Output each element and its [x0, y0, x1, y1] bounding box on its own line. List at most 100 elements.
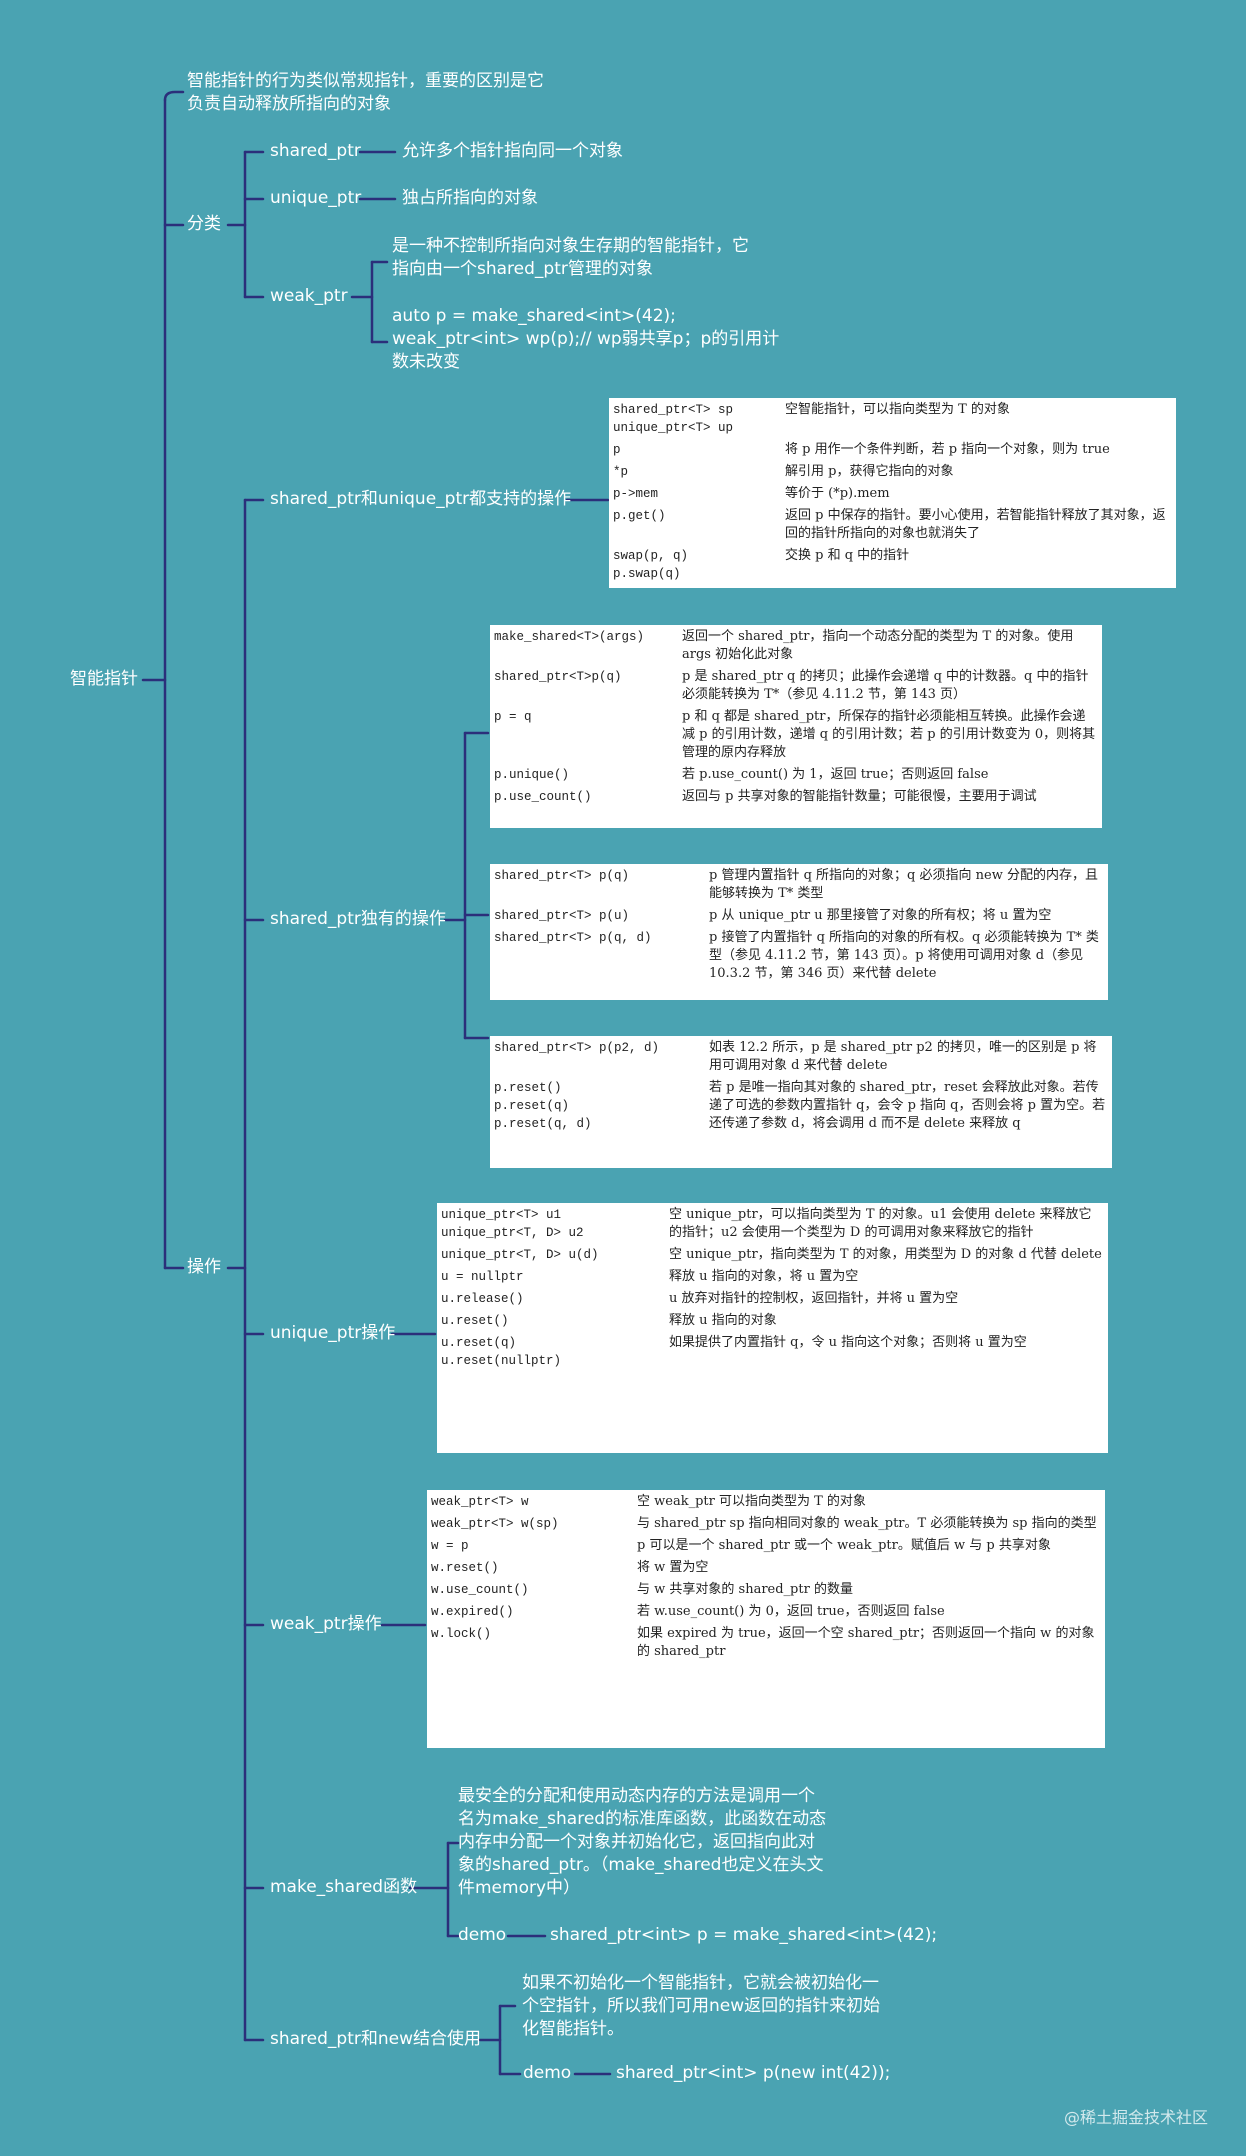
op-code: p.use_count(): [494, 790, 592, 804]
make-shared-node: make_shared函数: [270, 1877, 418, 1897]
op-desc: 若 p 是唯一指向其对象的 shared_ptr，reset 会释放此对象。若传…: [709, 1080, 1106, 1131]
common-ops-node: shared_ptr和unique_ptr都支持的操作: [270, 489, 572, 509]
op-code: shared_ptr<T> sp unique_ptr<T> up: [613, 403, 734, 435]
op-desc: 如表 12.2 所示，p 是 shared_ptr p2 的拷贝，唯一的区别是 …: [709, 1040, 1097, 1073]
op-code: weak_ptr<T> w(sp): [431, 1517, 559, 1531]
weak-ptr-node: weak_ptr: [270, 286, 348, 306]
op-desc: p 接管了内置指针 q 所指向的对象的所有权。q 必须能转换为 T* 类型（参见…: [709, 930, 1099, 981]
op-desc: 返回 p 中保存的指针。要小心使用，若智能指针释放了其对象，返回的指针所指向的对…: [785, 508, 1166, 541]
root-node: 智能指针: [70, 669, 138, 689]
op-desc: 将 w 置为空: [637, 1560, 709, 1575]
op-desc: 等价于 (*p).mem: [785, 486, 890, 501]
make-shared-desc: 最安全的分配和使用动态内存的方法是调用一个 名为make_shared的标准库函…: [458, 1786, 827, 1898]
op-desc: 若 w.use_count() 为 0，返回 true，否则返回 false: [637, 1604, 945, 1619]
op-desc: 与 shared_ptr sp 指向相同对象的 weak_ptr。T 必须能转换…: [637, 1516, 1097, 1531]
weak-ops-table: weak_ptr<T> w 空 weak_ptr 可以指向类型为 T 的对象 we…: [427, 1490, 1105, 1748]
shared-ptr-node: shared_ptr: [270, 141, 361, 161]
op-desc: 如果 expired 为 true，返回一个空 shared_ptr；否则返回一…: [637, 1626, 1095, 1659]
shared-ptr-desc: 允许多个指针指向同一个对象: [402, 141, 623, 161]
op-code: p.get(): [613, 509, 666, 523]
op-desc: 若 p.use_count() 为 1，返回 true；否则返回 false: [682, 767, 989, 782]
table-row: shared_ptr<T> p(q)p 管理内置指针 q 所指向的对象；q 必须…: [494, 867, 1104, 903]
table-row: unique_ptr<T, D> u(d) 空 unique_ptr，指向类型为 …: [441, 1246, 1104, 1264]
op-code: *p: [613, 465, 629, 479]
watermark: @稀土掘金技术社区: [1063, 2108, 1208, 2127]
table-row: w.reset() 将 w 置为空: [431, 1559, 1101, 1577]
op-desc: p 和 q 都是 shared_ptr，所保存的指针必须能相互转换。此操作会递减…: [682, 709, 1096, 760]
with-new-demo-label: demo: [523, 2063, 572, 2083]
with-new-node: shared_ptr和new结合使用: [270, 2029, 481, 2049]
root-note: 智能指针的行为类似常规指针，重要的区别是它 负责自动释放所指向的对象: [187, 71, 544, 114]
op-code: u.release(): [441, 1292, 524, 1306]
op-code: p = q: [494, 710, 532, 724]
table-row: make_shared<T>(args) 返回一个 shared_ptr，指向一个…: [494, 628, 1098, 664]
table-row: w = p p 可以是一个 shared_ptr 或一个 weak_ptr。赋值后…: [431, 1537, 1101, 1555]
table-row: u.reset()释放 u 指向的对象: [441, 1312, 1104, 1330]
table-row: *p 解引用 p，获得它指向的对象: [613, 463, 1172, 481]
op-code: weak_ptr<T> w: [431, 1495, 529, 1509]
op-code: swap(p, q) p.swap(q): [613, 549, 689, 581]
op-code: u.reset(): [441, 1314, 509, 1328]
weak-ptr-desc: 是一种不控制所指向对象生存期的智能指针，它 指向由一个shared_ptr管理的…: [392, 236, 749, 279]
op-desc: p 可以是一个 shared_ptr 或一个 weak_ptr。赋值后 w 与 …: [637, 1538, 1051, 1553]
op-desc: 解引用 p，获得它指向的对象: [785, 464, 954, 479]
operations-node: 操作: [187, 1257, 221, 1277]
with-new-demo-code: shared_ptr<int> p(new int(42));: [616, 2063, 891, 2083]
table-row: u.release()u 放弃对指针的控制权，返回指针，并将 u 置为空: [441, 1290, 1104, 1308]
op-desc: 交换 p 和 q 中的指针: [785, 548, 910, 563]
shared-only-node: shared_ptr独有的操作: [270, 909, 446, 929]
op-code: w.expired(): [431, 1605, 514, 1619]
with-new-desc: 如果不初始化一个智能指针，它就会被初始化一 个空指针，所以我们可用new返回的指…: [522, 1973, 881, 2039]
op-desc: 空 weak_ptr 可以指向类型为 T 的对象: [637, 1494, 866, 1509]
op-code: make_shared<T>(args): [494, 630, 645, 644]
table-row: u.reset(q) u.reset(nullptr)如果提供了内置指针 q，令…: [441, 1334, 1104, 1370]
op-desc: 空 unique_ptr，指向类型为 T 的对象，用类型为 D 的对象 d 代替…: [669, 1247, 1102, 1262]
table-row: p->mem 等价于 (*p).mem: [613, 485, 1172, 503]
op-code: p.unique(): [494, 768, 570, 782]
table-row: p.get() 返回 p 中保存的指针。要小心使用，若智能指针释放了其对象，返回的…: [613, 507, 1172, 543]
op-desc: 与 w 共享对象的 shared_ptr 的数量: [637, 1582, 853, 1597]
unique-ptr-desc: 独占所指向的对象: [402, 188, 538, 208]
table-row: p = q p 和 q 都是 shared_ptr，所保存的指针必须能相互转换。此…: [494, 708, 1098, 762]
table-row: weak_ptr<T> w(sp) 与 shared_ptr sp 指向相同对象的…: [431, 1515, 1101, 1533]
shared-only-table-2: shared_ptr<T> p(q)p 管理内置指针 q 所指向的对象；q 必须…: [490, 864, 1108, 1000]
make-shared-demo-code: shared_ptr<int> p = make_shared<int>(42)…: [550, 1925, 938, 1945]
op-code: p->mem: [613, 487, 659, 501]
op-code: unique_ptr<T, D> u(d): [441, 1248, 599, 1262]
table-row: shared_ptr<T> sp unique_ptr<T> up 空智能指针，可…: [613, 401, 1172, 437]
table-row: shared_ptr<T> p(p2, d) 如表 12.2 所示，p 是 sha…: [494, 1039, 1108, 1075]
op-code: w.use_count(): [431, 1583, 529, 1597]
table-row: shared_ptr<T>p(q) p 是 shared_ptr q 的拷贝；此操…: [494, 668, 1098, 704]
op-code: p: [613, 443, 621, 457]
table-row: shared_ptr<T> p(q, d) p 接管了内置指针 q 所指向的对象的…: [494, 929, 1104, 983]
op-code: shared_ptr<T> p(q, d): [494, 931, 652, 945]
table-row: w.lock()如果 expired 为 true，返回一个空 shared_p…: [431, 1625, 1101, 1661]
op-code: shared_ptr<T>p(q): [494, 670, 622, 684]
weak-ptr-example: auto p = make_shared<int>(42); weak_ptr<…: [392, 306, 780, 372]
op-desc: 将 p 用作一个条件判断，若 p 指向一个对象，则为 true: [785, 442, 1110, 457]
table-row: p 将 p 用作一个条件判断，若 p 指向一个对象，则为 true: [613, 441, 1172, 459]
table-row: w.use_count() 与 w 共享对象的 shared_ptr 的数量: [431, 1581, 1101, 1599]
op-code: p.reset() p.reset(q) p.reset(q, d): [494, 1081, 592, 1131]
op-code: w = p: [431, 1539, 469, 1553]
op-code: shared_ptr<T> p(p2, d): [494, 1041, 660, 1055]
op-code: shared_ptr<T> p(q): [494, 869, 630, 883]
op-code: w.reset(): [431, 1561, 499, 1575]
common-ops-table: shared_ptr<T> sp unique_ptr<T> up 空智能指针，可…: [609, 398, 1176, 588]
op-desc: p 从 unique_ptr u 那里接管了对象的所有权；将 u 置为空: [709, 908, 1052, 923]
op-desc: 返回一个 shared_ptr，指向一个动态分配的类型为 T 的对象。使用 ar…: [682, 629, 1074, 662]
unique-ops-node: unique_ptr操作: [270, 1323, 396, 1343]
op-desc: p 是 shared_ptr q 的拷贝；此操作会递增 q 中的计数器。q 中的…: [682, 669, 1089, 702]
op-desc: 空智能指针，可以指向类型为 T 的对象: [785, 402, 1010, 417]
op-desc: 空 unique_ptr，可以指向类型为 T 的对象。u1 会使用 delete…: [669, 1207, 1092, 1240]
table-row: weak_ptr<T> w 空 weak_ptr 可以指向类型为 T 的对象: [431, 1493, 1101, 1511]
op-code: u = nullptr: [441, 1270, 524, 1284]
op-desc: 如果提供了内置指针 q，令 u 指向这个对象；否则将 u 置为空: [669, 1335, 1027, 1350]
table-row: swap(p, q) p.swap(q) 交换 p 和 q 中的指针: [613, 547, 1172, 583]
table-row: p.use_count() 返回与 p 共享对象的智能指针数量；可能很慢，主要用于…: [494, 788, 1098, 806]
op-code: shared_ptr<T> p(u): [494, 909, 630, 923]
op-desc: 返回与 p 共享对象的智能指针数量；可能很慢，主要用于调试: [682, 789, 1037, 804]
